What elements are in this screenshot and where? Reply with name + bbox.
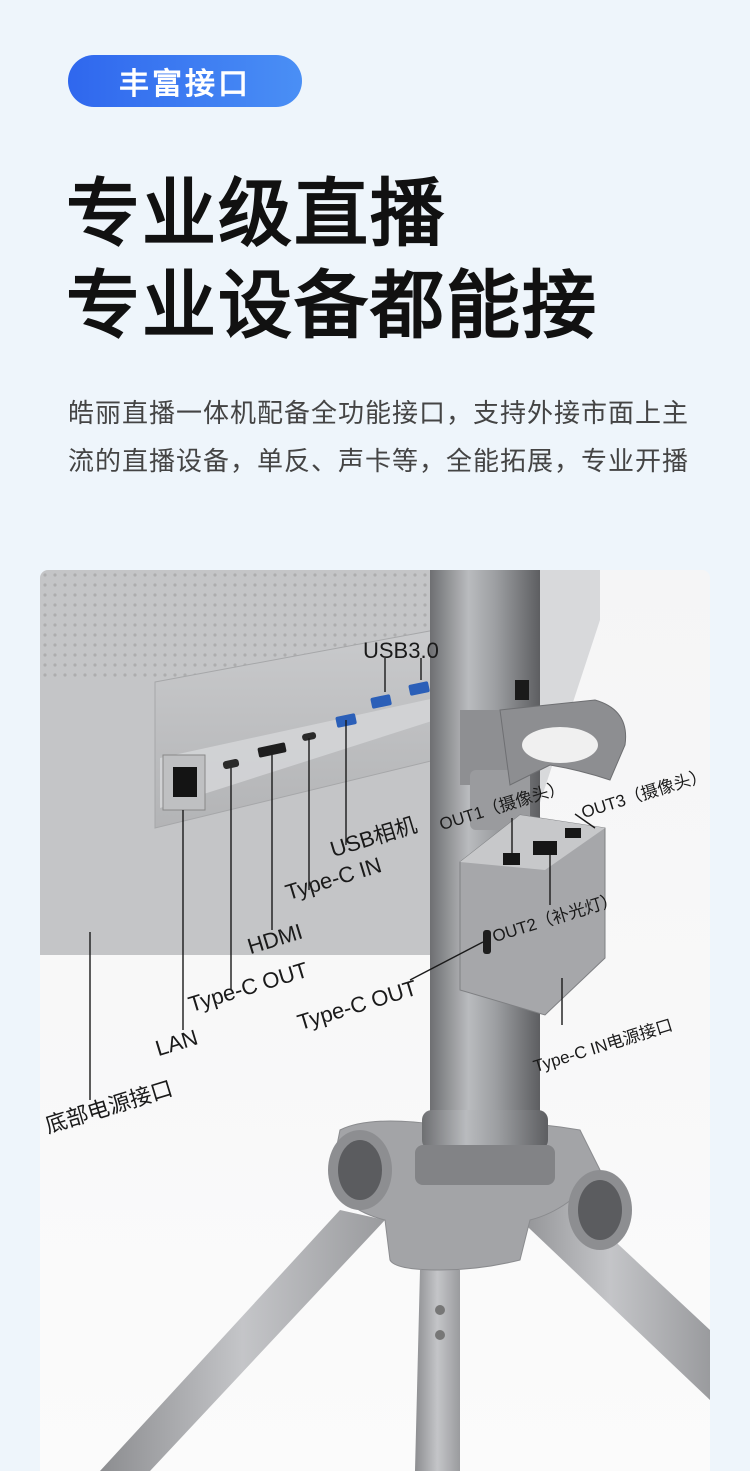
headline-line-1: 专业级直播: [66, 171, 446, 257]
headline-line-2: 专业设备都能接: [66, 263, 598, 349]
section-badge: 丰富接口: [68, 55, 302, 107]
description: 皓丽直播一体机配备全功能接口，支持外接市面上主流的直播设备，单反、声卡等，全能拓…: [68, 399, 690, 477]
usb30-label: USB3.0: [363, 638, 439, 663]
headline: 专业级直播 专业设备都能接: [66, 168, 598, 352]
product-photo: USB3.0 USB相机 Type-C IN HDMI Type-C OUT L…: [40, 570, 710, 1471]
product-illustration: [40, 570, 710, 1471]
